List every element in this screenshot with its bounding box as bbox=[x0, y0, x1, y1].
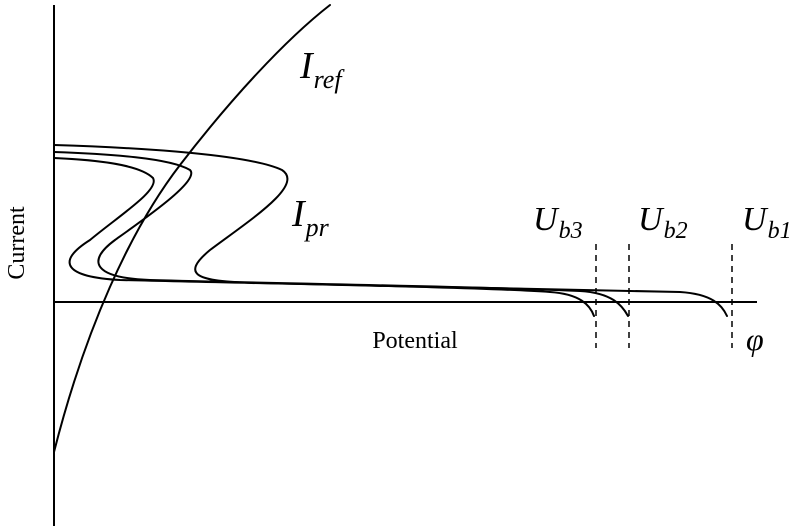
marker-label-b2: Ub2 bbox=[638, 201, 688, 244]
probe-current-curve-2 bbox=[53, 151, 629, 317]
y-axis-label: Current bbox=[4, 206, 30, 280]
marker-label-b3: Ub3 bbox=[533, 201, 583, 244]
x-axis-label: Potential bbox=[372, 328, 458, 354]
marker-label-b1: Ub1 bbox=[742, 201, 792, 244]
reference-current-curve bbox=[53, 4, 331, 453]
probe-current-label: Ipr bbox=[291, 193, 330, 242]
probe-current-curve-1 bbox=[53, 144, 728, 317]
probe-current-curve-3 bbox=[53, 157, 595, 317]
reference-current-label: Iref bbox=[299, 45, 345, 94]
phi-symbol: φ bbox=[746, 321, 764, 357]
